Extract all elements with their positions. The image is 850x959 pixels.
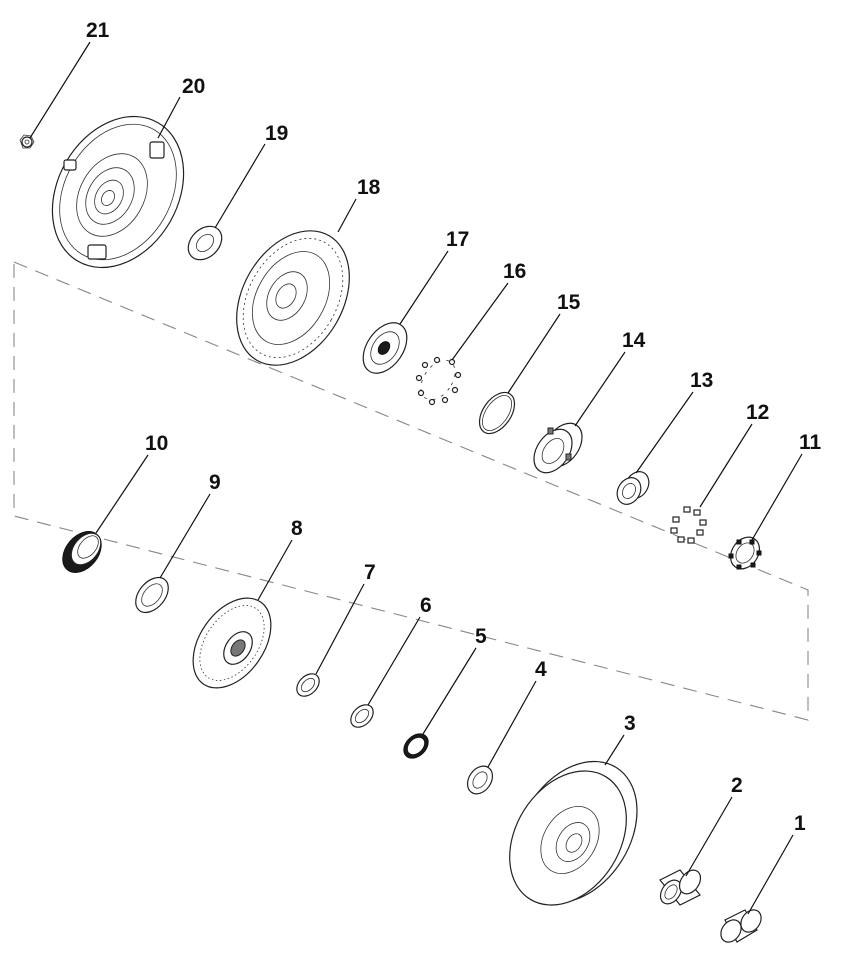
part-5-o-ring[interactable] (399, 729, 433, 763)
part-17-hub[interactable] (354, 315, 416, 382)
leader-20 (157, 96, 181, 139)
leader-11 (751, 453, 803, 541)
leader-9 (159, 493, 211, 579)
leader-5 (422, 647, 477, 735)
callout-1: 1 (794, 812, 806, 835)
part-11-cage[interactable] (725, 532, 766, 575)
part-3-impeller[interactable] (486, 739, 662, 927)
part-8-stator[interactable] (177, 584, 287, 703)
part-16-rivets[interactable] (414, 354, 462, 406)
callout-18: 18 (357, 176, 381, 199)
callout-21: 21 (86, 19, 110, 42)
leader-14 (574, 351, 626, 427)
callout-numbers: 21 20 19 18 17 16 15 14 13 12 11 10 9 8 … (86, 19, 822, 835)
callout-9: 9 (209, 471, 221, 494)
leader-3 (604, 734, 625, 766)
part-21-nut[interactable] (19, 134, 35, 149)
callout-13: 13 (690, 369, 713, 392)
callout-15: 15 (557, 291, 581, 314)
callout-8: 8 (291, 517, 303, 540)
callout-10: 10 (145, 432, 168, 455)
callout-11: 11 (799, 431, 822, 454)
leader-1 (747, 834, 794, 915)
part-4-bushing[interactable] (462, 761, 497, 798)
callout-7: 7 (364, 561, 376, 584)
part-18-turbine[interactable] (214, 211, 373, 386)
leader-17 (399, 250, 449, 325)
part-12-rollers[interactable] (670, 506, 707, 544)
part-2-sleeve[interactable] (656, 866, 705, 908)
leader-6 (367, 616, 421, 706)
leader-10 (95, 454, 149, 534)
assembly-boundary (13, 261, 809, 721)
leader-2 (685, 796, 733, 877)
leader-12 (699, 423, 753, 508)
callout-12: 12 (746, 401, 769, 424)
leader-8 (257, 539, 293, 601)
callout-2: 2 (731, 774, 743, 797)
part-7-washer[interactable] (292, 669, 323, 700)
leader-15 (507, 313, 561, 394)
callout-16: 16 (503, 260, 526, 283)
part-9-splined-washer[interactable] (129, 571, 175, 618)
part-13-bearing[interactable] (612, 467, 653, 508)
callout-17: 17 (446, 228, 469, 251)
leader-7 (315, 583, 365, 675)
leader-19 (214, 143, 266, 229)
part-19-washer[interactable] (182, 220, 229, 267)
leader-21 (29, 41, 91, 139)
callout-3: 3 (624, 712, 636, 735)
part-15-snap-ring[interactable] (472, 386, 521, 440)
callout-5: 5 (475, 625, 487, 648)
part-14-clutch-race[interactable] (526, 416, 590, 480)
leader-4 (487, 680, 537, 768)
callout-14: 14 (622, 329, 646, 352)
leader-16 (451, 282, 509, 361)
part-10-seal[interactable] (55, 524, 109, 580)
leader-lines (29, 41, 803, 915)
callout-19: 19 (265, 122, 288, 145)
part-20-cover[interactable] (26, 93, 210, 292)
callout-4: 4 (535, 658, 547, 681)
part-6-washer[interactable] (346, 700, 377, 731)
callout-20: 20 (182, 75, 205, 98)
part-1-cap[interactable] (717, 906, 766, 946)
leader-18 (337, 198, 357, 233)
leader-13 (635, 391, 694, 474)
callout-6: 6 (420, 594, 432, 617)
